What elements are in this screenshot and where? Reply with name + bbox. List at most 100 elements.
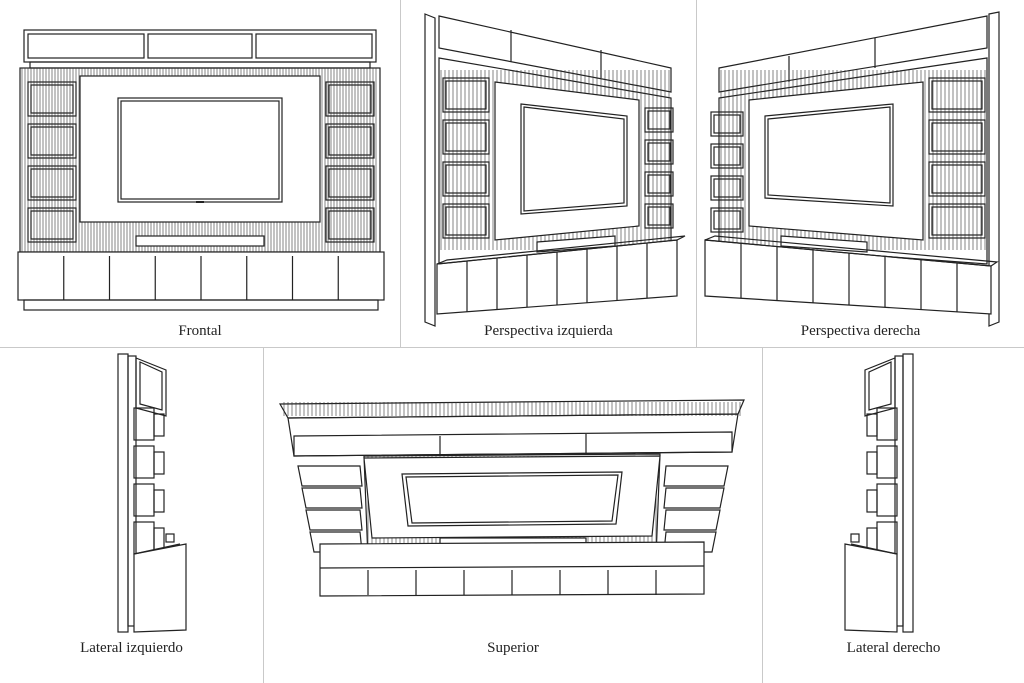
right-shelf-box [663,487,725,509]
right-shelf-box-inner [647,174,671,194]
cabinet-top-edge [133,543,181,555]
top-shelf-cell [255,33,373,59]
right-shelf-box-inner [931,164,983,194]
tv-screen [764,103,894,207]
divider-vertical-bottom-2 [762,347,763,683]
tv-screen [520,103,628,215]
left-shelf-box-inner [713,114,741,134]
left-shelf-box-inner [445,122,487,152]
tv-screen [117,97,283,203]
wall-post-inner [127,355,137,627]
divider-vertical-bottom-1 [263,347,264,683]
shelf-side [133,521,155,555]
right-shelf-box [644,107,674,133]
left-shelf-box [710,143,744,169]
wall-post-inner [894,355,904,627]
perspectiva-izquierda-drawing [424,13,686,327]
right-shelf-box [325,207,375,243]
left-shelf-box [305,509,363,531]
soundbar-end [165,533,175,543]
top-shelf-trim [29,61,371,69]
top-cornice-slats [283,402,741,416]
left-shelf-box [442,161,490,197]
top-shelf [23,29,377,63]
caption-frontal: Frontal [178,323,222,339]
lateral-izquierdo-drawing [117,353,187,633]
left-shelf-box-inner [713,146,741,166]
cabinet-top [704,235,999,267]
tv-screen-inner [767,106,891,204]
left-shelf-box-inner [30,84,74,114]
shelf-side-front [153,527,165,551]
shelf-side [876,407,898,441]
right-shelf-box [644,139,674,165]
right-shelf-box [928,161,986,197]
cabinet-top-edge [319,565,705,569]
soundbar-end [850,533,860,543]
top-shelf-side [135,357,167,417]
slat-wall [718,57,988,265]
right-shelf-box [928,203,986,239]
shelf-side [876,445,898,479]
left-shelf-box [710,175,744,201]
cabinet-top [436,235,686,265]
right-shelf-box-inner [647,206,671,226]
shelf-side-front [866,489,878,513]
tv-logo [196,201,204,203]
left-shelf-box [442,203,490,239]
right-shelf-box [644,203,674,229]
shelf-side-front [866,527,878,551]
left-shelf-box-inner [30,126,74,156]
right-shelf-box [644,171,674,197]
right-shelf-box-inner [328,84,372,114]
cabinet-plinth [23,299,379,311]
tv-screen-inner [523,106,625,212]
shelf-side-front [866,451,878,475]
view-frontal: Frontal [0,0,400,347]
view-perspectiva-izquierda: Perspectiva izquierda [401,0,696,347]
shelf-side [133,445,155,479]
right-shelf-box-inner [647,142,671,162]
tv-screen-inner [405,474,619,524]
top-shelf-side-inner [868,361,892,411]
shelf-side [133,407,155,441]
cabinet-top-edge [850,543,898,555]
right-shelf-box-inner [328,210,372,240]
divider-vertical-top-2 [696,0,697,347]
view-superior: Superior [264,348,762,683]
top-shelf-cell [147,33,253,59]
top-shelf-side [864,357,896,417]
left-shelf-box-inner [445,206,487,236]
caption-perspectiva-derecha: Perspectiva derecha [800,323,921,339]
shelf-side [876,483,898,517]
caption-perspectiva-izquierda: Perspectiva izquierda [484,323,613,339]
tv-screen-inner [120,100,280,200]
right-shelf-box-inner [931,122,983,152]
superior-drawing [278,399,745,597]
left-shelf-box [27,123,77,159]
shelf-side [133,483,155,517]
shelf-side-front [153,489,165,513]
shelf-side-front [153,451,165,475]
left-shelf-box [710,207,744,233]
top-shelf-front [293,431,733,457]
left-shelf-box [27,207,77,243]
right-shelf-box-inner [328,168,372,198]
right-shelf-box-inner [328,126,372,156]
lateral-derecho-drawing [844,353,914,633]
top-shelf-cell [27,33,145,59]
left-shelf-box-inner [30,168,74,198]
left-shelf-box [301,487,363,509]
perspectiva-derecha-drawing [704,11,1000,327]
left-shelf-box [442,119,490,155]
frontal-drawing [17,29,385,311]
left-shelf-box-inner [713,178,741,198]
left-shelf-box-inner [445,164,487,194]
base-cabinet-side [133,543,187,633]
top-shelf [438,15,672,93]
left-shelf-box-inner [445,80,487,110]
base-cabinet-side [844,543,898,633]
side-post [424,13,436,327]
left-shelf-box-inner [30,210,74,240]
side-post [988,11,1000,327]
